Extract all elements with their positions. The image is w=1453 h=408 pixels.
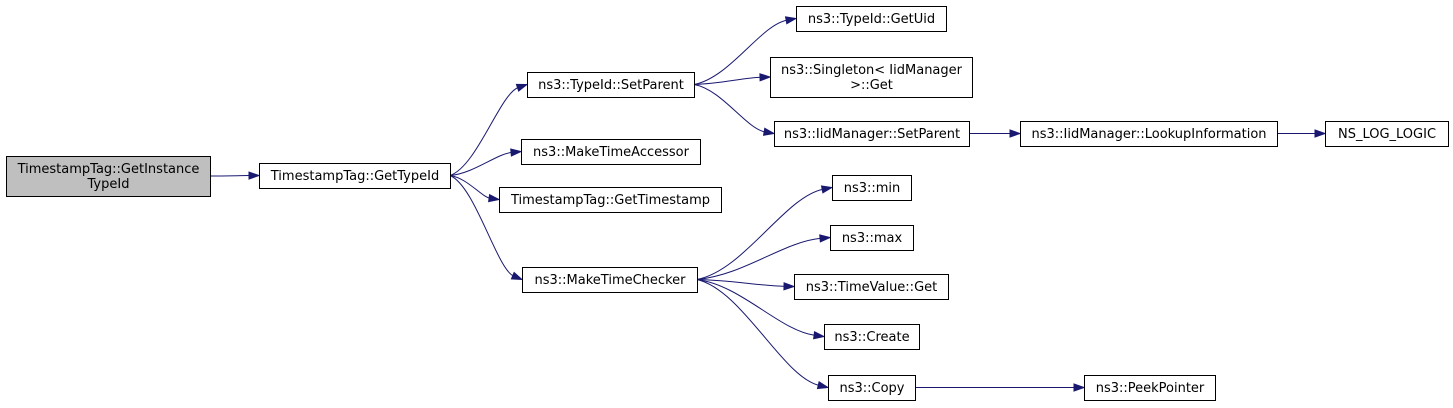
edge-gettypeid-to-maketimechecker xyxy=(449,175,524,281)
arrowhead xyxy=(819,234,832,243)
node-getuid[interactable]: ns3::TypeId::GetUid xyxy=(796,6,947,32)
edge-gettypeid-to-maketimeaccessor xyxy=(449,148,523,176)
edge-lookupinfo-to-nslog xyxy=(1276,129,1327,138)
edge-setparent-to-singletonget xyxy=(693,73,772,85)
node-box[interactable] xyxy=(6,156,211,197)
node-gettypeid[interactable]: TimestampTag::GetTypeId xyxy=(259,163,451,189)
node-label: ns3::MakeTimeChecker xyxy=(535,273,687,288)
node-box[interactable] xyxy=(832,175,912,201)
edge-iidsetparent-to-lookupinfo xyxy=(968,129,1022,138)
node-label: TypeId xyxy=(87,177,130,192)
node-timevalueget[interactable]: ns3::TimeValue::Get xyxy=(794,274,949,300)
node-maketimechecker[interactable]: ns3::MakeTimeChecker xyxy=(522,267,698,293)
arrowhead xyxy=(816,380,830,390)
node-nslog[interactable]: NS_LOG_LOGIC xyxy=(1325,121,1449,147)
node-box[interactable] xyxy=(527,72,695,98)
arrowhead xyxy=(515,83,529,92)
node-gettimestamp[interactable]: TimestampTag::GetTimestamp xyxy=(499,187,722,213)
node-min[interactable]: ns3::min xyxy=(832,175,912,201)
edge-maketimechecker-to-create xyxy=(696,279,826,340)
node-box[interactable] xyxy=(774,121,970,147)
edge-root-to-gettypeid xyxy=(209,171,261,180)
node-box[interactable] xyxy=(499,187,722,213)
arrowhead xyxy=(510,148,523,157)
node-box[interactable] xyxy=(770,57,973,98)
edge-copy-to-peekpointer xyxy=(915,383,1086,392)
node-box[interactable] xyxy=(1020,121,1278,147)
edge-maketimechecker-to-max xyxy=(696,234,832,280)
node-label: ns3::MakeTimeAccessor xyxy=(533,145,690,160)
node-box[interactable] xyxy=(1325,121,1449,147)
edge-setparent-to-getuid xyxy=(693,16,798,85)
node-box[interactable] xyxy=(1084,375,1216,401)
edge-maketimechecker-to-timevalueget xyxy=(696,279,796,291)
node-label: TimestampTag::GetTimestamp xyxy=(510,193,710,208)
node-label: ns3::Create xyxy=(834,330,909,345)
node-box[interactable] xyxy=(522,267,698,293)
arrowhead xyxy=(783,282,796,291)
node-label: ns3::Singleton< IidManager xyxy=(781,63,963,78)
nodes-layer: TimestampTag::GetInstanceTypeIdTimestamp… xyxy=(6,6,1449,401)
node-label: TimestampTag::GetTypeId xyxy=(270,169,439,184)
node-maketimeaccessor[interactable]: ns3::MakeTimeAccessor xyxy=(521,139,701,165)
node-iidsetparent[interactable]: ns3::IidManager::SetParent xyxy=(774,121,970,147)
arrowhead xyxy=(820,185,834,194)
node-label: TimestampTag::GetInstance xyxy=(17,162,200,177)
node-box[interactable] xyxy=(521,139,701,165)
node-label: ns3::IidManager::SetParent xyxy=(784,127,960,142)
node-box[interactable] xyxy=(830,225,914,251)
edge-gettypeid-to-setparent xyxy=(449,83,529,176)
arrowhead xyxy=(248,171,261,180)
node-box[interactable] xyxy=(796,6,947,32)
node-label: ns3::IidManager::LookupInformation xyxy=(1031,127,1266,142)
node-label: ns3::TypeId::GetUid xyxy=(808,12,935,27)
node-create[interactable]: ns3::Create xyxy=(824,324,920,350)
edge-setparent-to-iidsetparent xyxy=(693,84,776,136)
node-box[interactable] xyxy=(824,324,920,350)
node-label: ns3::min xyxy=(844,181,901,196)
node-label: >::Get xyxy=(850,78,893,93)
arrowhead xyxy=(488,193,501,203)
arrowhead xyxy=(759,73,772,82)
node-label: NS_LOG_LOGIC xyxy=(1338,127,1436,142)
node-label: ns3::PeekPointer xyxy=(1096,381,1205,396)
edge-maketimechecker-to-min xyxy=(696,185,834,280)
node-label: ns3::TypeId::SetParent xyxy=(538,78,684,93)
arrowhead xyxy=(762,127,776,136)
node-max[interactable]: ns3::max xyxy=(830,225,914,251)
arrowhead xyxy=(784,16,798,25)
node-label: ns3::TimeValue::Get xyxy=(806,280,938,295)
arrowhead xyxy=(1314,129,1327,138)
node-box[interactable] xyxy=(828,375,916,401)
node-peekpointer[interactable]: ns3::PeekPointer xyxy=(1084,375,1216,401)
arrowhead xyxy=(813,330,826,340)
node-setparent[interactable]: ns3::TypeId::SetParent xyxy=(527,72,695,98)
arrowhead xyxy=(1009,129,1022,138)
node-label: ns3::max xyxy=(842,231,903,246)
edge-maketimechecker-to-copy xyxy=(696,279,830,390)
node-box[interactable] xyxy=(794,274,949,300)
node-singletonget[interactable]: ns3::Singleton< IidManager>::Get xyxy=(770,57,973,98)
edges-layer xyxy=(209,16,1327,392)
node-copy[interactable]: ns3::Copy xyxy=(828,375,916,401)
node-label: ns3::Copy xyxy=(839,381,904,396)
edge-gettypeid-to-gettimestamp xyxy=(449,175,501,203)
arrowhead xyxy=(1073,383,1086,392)
node-box[interactable] xyxy=(259,163,451,189)
node-lookupinfo[interactable]: ns3::IidManager::LookupInformation xyxy=(1020,121,1278,147)
arrowhead xyxy=(510,271,524,281)
